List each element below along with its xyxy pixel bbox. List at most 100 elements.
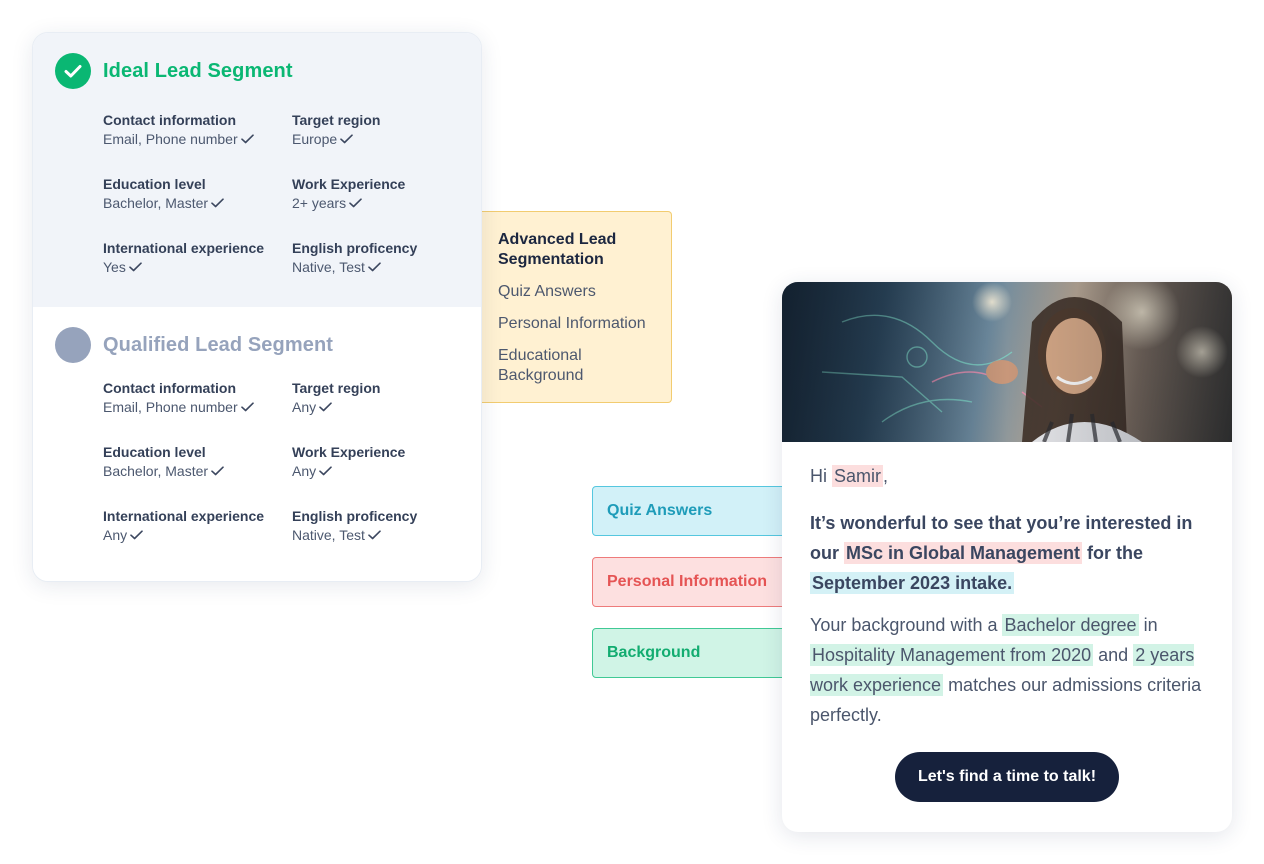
para-text: and (1093, 645, 1134, 665)
attribute-item: English proficency Native, Test (292, 239, 462, 277)
greeting-prefix: Hi (810, 466, 832, 486)
attribute-label: Work Experience (292, 176, 406, 192)
attribute-label: Target region (292, 380, 381, 396)
gray-circle-icon (55, 327, 91, 363)
cta-wrapper: Let's find a time to talk! (810, 752, 1204, 802)
attribute-label: Education level (103, 444, 206, 460)
attribute-label: Contact information (103, 112, 236, 128)
ideal-lead-segment: Ideal Lead Segment Contact information E… (33, 33, 481, 307)
check-icon (340, 134, 353, 144)
qualified-segment-header: Qualified Lead Segment (55, 327, 459, 363)
background-tag: Background (592, 628, 792, 678)
attribute-item: Contact information Email, Phone number (103, 379, 292, 417)
check-icon (240, 134, 254, 144)
attribute-item: Contact information Email, Phone number (103, 111, 292, 149)
attribute-label: International experience (103, 508, 265, 524)
attribute-value-text: Yes (103, 259, 126, 275)
attribute-label: English proficency (292, 508, 418, 524)
attribute-item: English proficency Native, Test (292, 507, 462, 545)
qualified-attribute-grid: Contact information Email, Phone number … (103, 379, 459, 545)
para-text: Your background with a (810, 615, 1003, 635)
email-lead-paragraph: It’s wonderful to see that you’re intere… (810, 508, 1204, 598)
attribute-value-text: Any (103, 527, 128, 543)
advanced-segmentation-panel: Advanced Lead Segmentation Quiz Answers … (482, 211, 672, 403)
attribute-value-text: Email, Phone number (103, 131, 238, 147)
qualified-lead-segment: Qualified Lead Segment Contact informati… (33, 307, 481, 581)
check-circle-icon (55, 53, 91, 89)
ideal-attribute-grid: Contact information Email, Phone number … (103, 111, 459, 277)
attribute-value: 2+ years (292, 193, 462, 213)
email-preview-card: Hi Samir, It’s wonderful to see that you… (782, 282, 1232, 832)
attribute-value-text: Any (292, 463, 317, 479)
segment-card: Ideal Lead Segment Contact information E… (32, 32, 482, 582)
attribute-item: International experience Yes (103, 239, 292, 277)
attribute-value-text: Europe (292, 131, 338, 147)
find-time-button[interactable]: Let's find a time to talk! (894, 752, 1120, 802)
check-icon (130, 530, 143, 540)
recipient-name: Samir (832, 465, 884, 487)
attribute-item: International experience Any (103, 507, 292, 545)
attribute-item: Education level Bachelor, Master (103, 175, 292, 213)
ideal-segment-title: Ideal Lead Segment (103, 59, 293, 82)
attribute-label: International experience (103, 240, 265, 256)
attribute-value: Bachelor, Master (103, 193, 292, 213)
attribute-value: Email, Phone number (103, 397, 292, 417)
ideal-segment-header: Ideal Lead Segment (55, 53, 459, 89)
attribute-label: Work Experience (292, 444, 406, 460)
attribute-value-text: Bachelor, Master (103, 195, 209, 211)
attribute-value: Native, Test (292, 257, 462, 277)
advanced-segmentation-title: Advanced Lead Segmentation (498, 231, 617, 268)
check-icon (211, 198, 224, 208)
attribute-value-text: 2+ years (292, 195, 347, 211)
attribute-value-text: Bachelor, Master (103, 463, 209, 479)
hero-photo-illustration (782, 282, 1232, 442)
attribute-value: Email, Phone number (103, 129, 292, 149)
personal-information-tag: Personal Information (592, 557, 792, 607)
attribute-value: Any (292, 461, 462, 481)
degree-highlight: Bachelor degree (1002, 614, 1139, 636)
intake-highlight: September 2023 intake. (810, 572, 1015, 594)
attribute-value: Yes (103, 257, 292, 277)
greeting-suffix: , (883, 466, 889, 486)
lead-text: for the (1082, 543, 1144, 563)
attribute-value: Any (292, 397, 462, 417)
check-icon (211, 466, 224, 476)
attribute-item: Target region Europe (292, 111, 462, 149)
qualified-segment-title: Qualified Lead Segment (103, 333, 334, 356)
check-icon (319, 466, 332, 476)
attribute-value: Native, Test (292, 525, 462, 545)
attribute-value: Bachelor, Master (103, 461, 292, 481)
attribute-item: Target region Any (292, 379, 462, 417)
attribute-label: English proficency (292, 240, 418, 256)
para-text: matches our admissions criteria perfectl… (810, 675, 1202, 725)
check-icon (368, 262, 381, 272)
check-icon (368, 530, 381, 540)
hero-photo (782, 282, 1232, 442)
check-icon (129, 262, 142, 272)
attribute-value: Europe (292, 129, 462, 149)
attribute-value-text: Native, Test (292, 259, 365, 275)
para-text: in (1138, 615, 1158, 635)
email-body: Hi Samir, It’s wonderful to see that you… (782, 442, 1232, 802)
check-icon (319, 402, 332, 412)
check-icon (240, 402, 254, 412)
attribute-value-text: Any (292, 399, 317, 415)
attribute-value-text: Email, Phone number (103, 399, 238, 415)
quiz-answers-tag: Quiz Answers (592, 486, 792, 536)
email-background-paragraph: Your background with a Bachelor degree i… (810, 610, 1204, 730)
advanced-segmentation-item: Educational Background (498, 347, 584, 384)
attribute-label: Education level (103, 176, 206, 192)
attribute-value-text: Native, Test (292, 527, 365, 543)
attribute-item: Work Experience 2+ years (292, 175, 462, 213)
attribute-label: Target region (292, 112, 381, 128)
attribute-value: Any (103, 525, 292, 545)
advanced-segmentation-item: Quiz Answers (498, 283, 596, 300)
program-highlight: MSc in Global Management (844, 542, 1083, 564)
attribute-item: Work Experience Any (292, 443, 462, 481)
field-highlight: Hospitality Management from 2020 (810, 644, 1094, 666)
check-icon (349, 198, 362, 208)
attribute-item: Education level Bachelor, Master (103, 443, 292, 481)
advanced-segmentation-item: Personal Information (498, 315, 646, 332)
attribute-label: Contact information (103, 380, 236, 396)
lead-text: It’s wonderful to see that you’re intere… (810, 513, 1193, 563)
